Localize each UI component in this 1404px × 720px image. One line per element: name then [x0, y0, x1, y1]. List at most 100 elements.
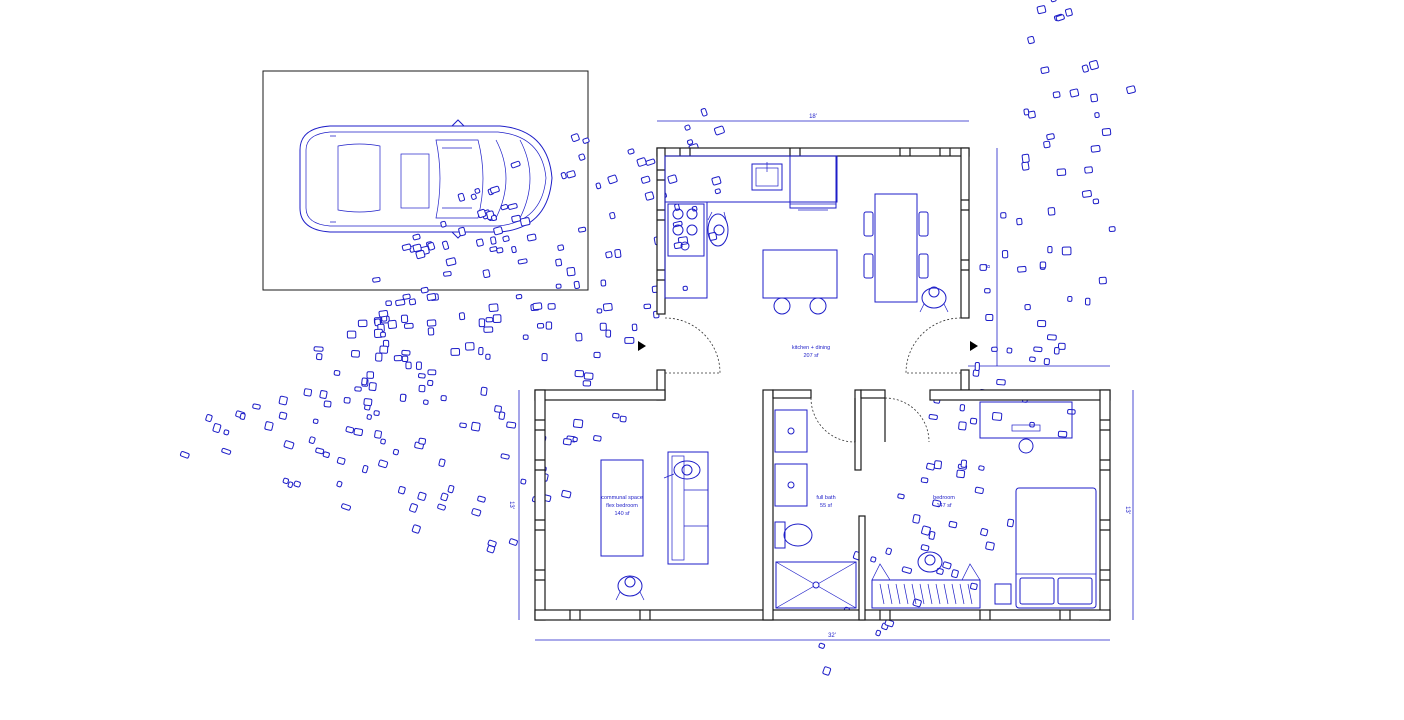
- stepping-stone: [401, 355, 409, 363]
- stepping-stone: [1024, 303, 1031, 311]
- cooktop-icon: [667, 203, 705, 257]
- stepping-stone: [956, 469, 966, 479]
- stepping-stone: [353, 427, 364, 436]
- stepping-stone: [557, 244, 565, 251]
- stepping-stone: [582, 380, 592, 387]
- stepping-stone: [417, 491, 427, 501]
- stepping-stone: [1126, 85, 1136, 95]
- stepping-stone: [643, 303, 652, 310]
- stepping-stone: [566, 170, 576, 179]
- stepping-stone: [498, 411, 506, 420]
- stepping-stone: [673, 241, 683, 250]
- stepping-stone: [942, 561, 952, 570]
- stepping-stone: [400, 314, 409, 324]
- stepping-stone: [619, 415, 627, 423]
- stepping-stone: [426, 319, 437, 327]
- dimension-lines: 18' 32' 13' 13' 8': [508, 114, 1134, 641]
- stepping-stone: [374, 430, 382, 439]
- crib-icon: [871, 563, 981, 609]
- stepping-stone: [599, 322, 607, 331]
- stepping-stone: [427, 369, 437, 376]
- stepping-stone: [555, 258, 563, 267]
- stepping-stone: [486, 545, 496, 554]
- stepping-stone: [1046, 133, 1055, 141]
- stepping-stone: [520, 217, 531, 227]
- stepping-stone: [985, 313, 994, 322]
- stepping-stone: [572, 436, 578, 443]
- stepping-stone: [308, 436, 316, 444]
- stepping-stone: [511, 214, 521, 223]
- stepping-stone: [395, 299, 406, 307]
- stepping-stone: [713, 125, 725, 136]
- stepping-stone: [1006, 347, 1013, 354]
- stepping-stone: [418, 384, 426, 393]
- stepping-stone: [522, 334, 529, 340]
- stepping-stone: [511, 246, 517, 254]
- stepping-stone: [948, 520, 958, 529]
- stepping-stone: [1043, 358, 1050, 366]
- stepping-stone: [278, 395, 288, 406]
- stepping-stones-right: [818, 0, 1136, 676]
- stepping-stone: [912, 514, 921, 524]
- stepping-stone: [502, 235, 510, 242]
- stepping-stone: [474, 188, 481, 194]
- stepping-stone: [545, 321, 553, 330]
- stepping-stone: [1061, 246, 1072, 256]
- stepping-stone: [1081, 190, 1092, 198]
- stepping-stone: [605, 329, 612, 338]
- stepping-stone: [627, 148, 635, 155]
- stepping-stone: [984, 288, 991, 294]
- stepping-stone: [417, 373, 426, 379]
- stepping-stone: [607, 174, 618, 185]
- stepping-stone: [345, 426, 355, 434]
- stepping-stone: [1047, 246, 1053, 254]
- stepping-stone: [714, 188, 721, 195]
- stepping-stones-left: [179, 108, 725, 554]
- stepping-stone: [644, 191, 655, 201]
- kitchen-room-area: 207 sf: [804, 353, 819, 359]
- stepping-stone: [465, 342, 475, 351]
- stepping-stone: [283, 440, 295, 450]
- stepping-stone: [517, 258, 528, 265]
- stepping-stone: [492, 314, 502, 324]
- stepping-stone: [596, 308, 603, 314]
- stepping-stone: [459, 422, 467, 429]
- nightstand-icon: [994, 583, 1012, 605]
- stepping-stone: [645, 158, 656, 166]
- stepping-stone: [996, 378, 1006, 386]
- stepping-stone: [282, 477, 290, 485]
- stepping-stone: [932, 499, 942, 508]
- stepping-stone: [409, 503, 418, 513]
- stepping-stone: [458, 226, 466, 237]
- stepping-stone: [362, 465, 369, 474]
- stepping-stone: [1046, 334, 1057, 341]
- stepping-stone: [336, 480, 343, 488]
- stepping-stone: [440, 220, 447, 228]
- stepping-stone: [354, 386, 362, 392]
- stepping-stone: [991, 346, 998, 352]
- stepping-stone: [970, 582, 978, 590]
- stepping-stone: [490, 236, 497, 245]
- stepping-stone: [1067, 295, 1073, 302]
- stepping-stone: [408, 298, 417, 306]
- stepping-stone: [483, 326, 494, 333]
- person-sofa-icon: [663, 460, 701, 480]
- dimension-top-label: 18': [809, 114, 817, 120]
- stepping-stone: [560, 172, 567, 180]
- stepping-stone: [443, 271, 452, 277]
- stepping-stone: [412, 243, 422, 253]
- stepping-stone: [1037, 319, 1047, 328]
- vanity-icon: [774, 409, 808, 507]
- stepping-stone: [385, 300, 392, 307]
- stepping-stone: [582, 137, 590, 144]
- stepping-stone: [614, 248, 622, 259]
- stepping-stone: [393, 355, 403, 362]
- stepping-stone: [423, 399, 429, 405]
- stepping-stone: [239, 412, 246, 420]
- bath-room-area: 55 sf: [820, 503, 832, 509]
- communal-room-name: communal space: [601, 495, 643, 501]
- stepping-stone: [526, 233, 537, 242]
- stepping-stone: [985, 541, 995, 551]
- stepping-stone: [343, 397, 351, 404]
